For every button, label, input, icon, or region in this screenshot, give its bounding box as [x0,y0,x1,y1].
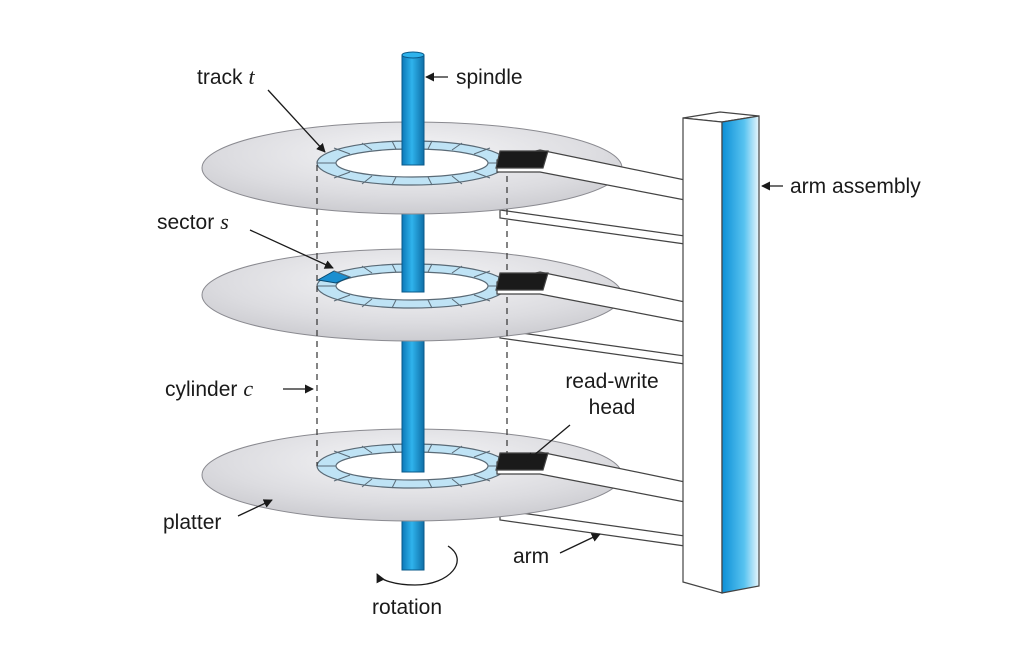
spindle-label: spindle [456,66,523,89]
read-write-head-middle [495,272,549,291]
arm-rails [499,209,686,547]
arm-rail [499,329,686,365]
track-leader [267,89,326,153]
arm-leader [559,533,601,554]
platter-label: platter [163,511,221,534]
arm-assembly-label: arm assembly [790,175,921,198]
read-write-leader [526,424,571,462]
rotation-arrow [376,545,458,586]
sector-leader [249,229,334,269]
arm-label: arm [513,545,549,568]
read-write-head-bottom [495,452,549,471]
arm-rail [499,209,686,245]
read-write-head-top [495,150,549,169]
sector-dividers [317,443,507,489]
spindle-top [401,54,425,166]
arm-top [495,149,686,201]
arm-assembly-column [682,111,760,594]
read-write-label-line2: head [589,396,636,419]
rotation-label: rotation [372,596,442,619]
sector-dividers [317,263,507,309]
platter-leader [237,499,273,517]
sector-dividers [317,140,507,186]
arm-rail [499,509,686,547]
arm-middle [495,271,686,323]
read-write-label-line1: read-write [565,370,658,393]
leader-lines [237,72,783,554]
